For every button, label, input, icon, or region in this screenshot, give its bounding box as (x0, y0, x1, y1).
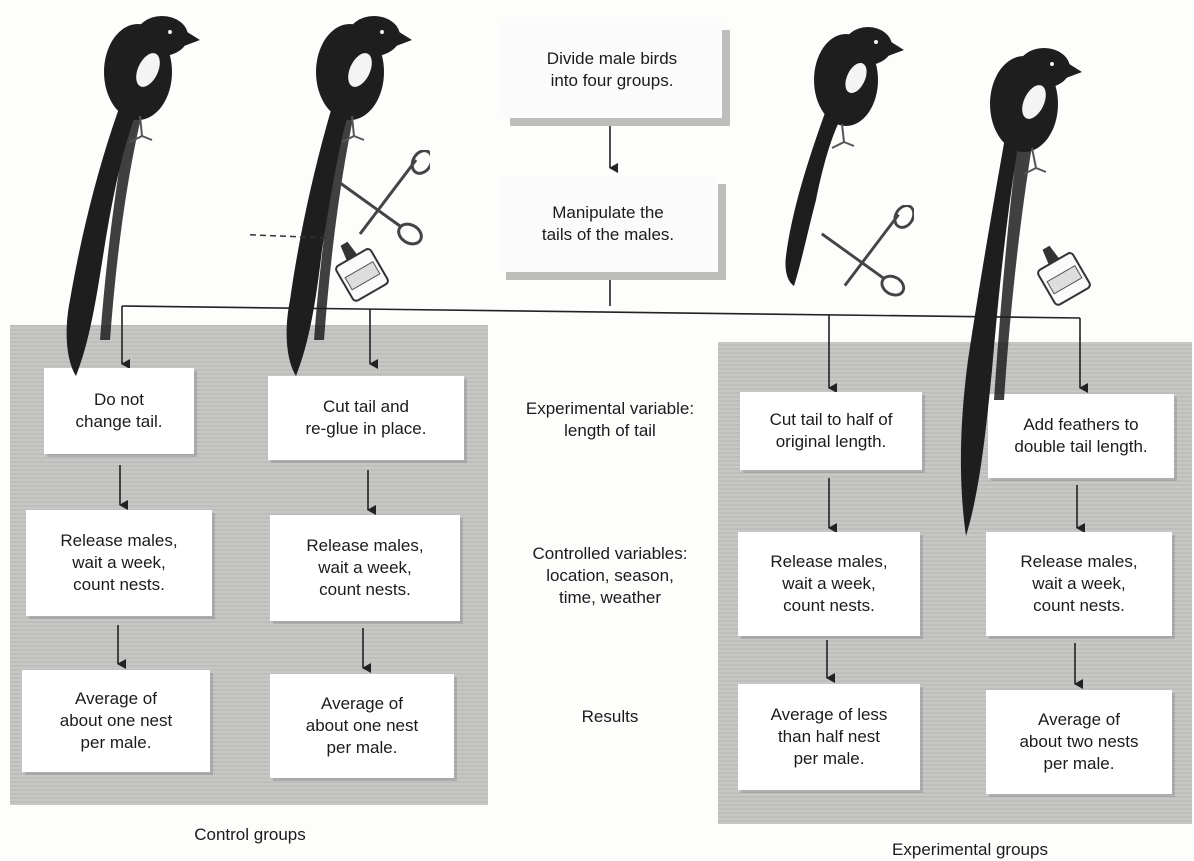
col2-result-text: Average of about one nest per male. (306, 693, 418, 759)
col2-action-box: Cut tail and re-glue in place. (268, 376, 464, 460)
col2-release-text: Release males, wait a week, count nests. (306, 535, 423, 601)
col4-result-text: Average of about two nests per male. (1019, 709, 1138, 775)
box-shadow (718, 184, 726, 280)
col1-action-box: Do not change tail. (44, 368, 194, 454)
experimental-variable-label: Experimental variable: length of tail (490, 398, 730, 442)
col1-release-box: Release males, wait a week, count nests. (26, 510, 212, 616)
manipulate-step-box: Manipulate the tails of the males. (498, 176, 718, 272)
col3-result-text: Average of less than half nest per male. (771, 704, 888, 770)
divide-step-box: Divide male birds into four groups. (502, 22, 722, 118)
control-groups-caption: Control groups (140, 825, 360, 845)
col1-release-text: Release males, wait a week, count nests. (60, 530, 177, 596)
col1-result-text: Average of about one nest per male. (60, 688, 172, 754)
manipulate-step-text: Manipulate the tails of the males. (542, 202, 674, 246)
col3-release-box: Release males, wait a week, count nests. (738, 532, 920, 636)
controlled-variables-label: Controlled variables: location, season, … (490, 543, 730, 609)
bird-normal-tail-icon (30, 10, 200, 380)
box-shadow (722, 30, 730, 126)
col3-action-box: Cut tail to half of original length. (740, 392, 922, 470)
divide-step-text: Divide male birds into four groups. (547, 48, 677, 92)
col2-release-box: Release males, wait a week, count nests. (270, 515, 460, 621)
col4-result-box: Average of about two nests per male. (986, 690, 1172, 794)
box-shadow (506, 272, 726, 280)
col3-release-text: Release males, wait a week, count nests. (770, 551, 887, 617)
col2-action-text: Cut tail and re-glue in place. (306, 396, 427, 440)
scissors-icon (814, 205, 914, 301)
experimental-groups-caption: Experimental groups (850, 840, 1090, 860)
glue-bottle-icon (1020, 236, 1100, 308)
col4-release-box: Release males, wait a week, count nests. (986, 532, 1172, 636)
col4-release-text: Release males, wait a week, count nests. (1020, 551, 1137, 617)
col1-action-text: Do not change tail. (76, 389, 163, 433)
col3-action-text: Cut tail to half of original length. (770, 409, 893, 453)
box-shadow (510, 118, 730, 126)
col3-result-box: Average of less than half nest per male. (738, 684, 920, 790)
results-label: Results (490, 706, 730, 728)
glue-bottle-icon (318, 232, 398, 304)
col2-result-box: Average of about one nest per male. (270, 674, 454, 778)
col1-result-box: Average of about one nest per male. (22, 670, 210, 772)
